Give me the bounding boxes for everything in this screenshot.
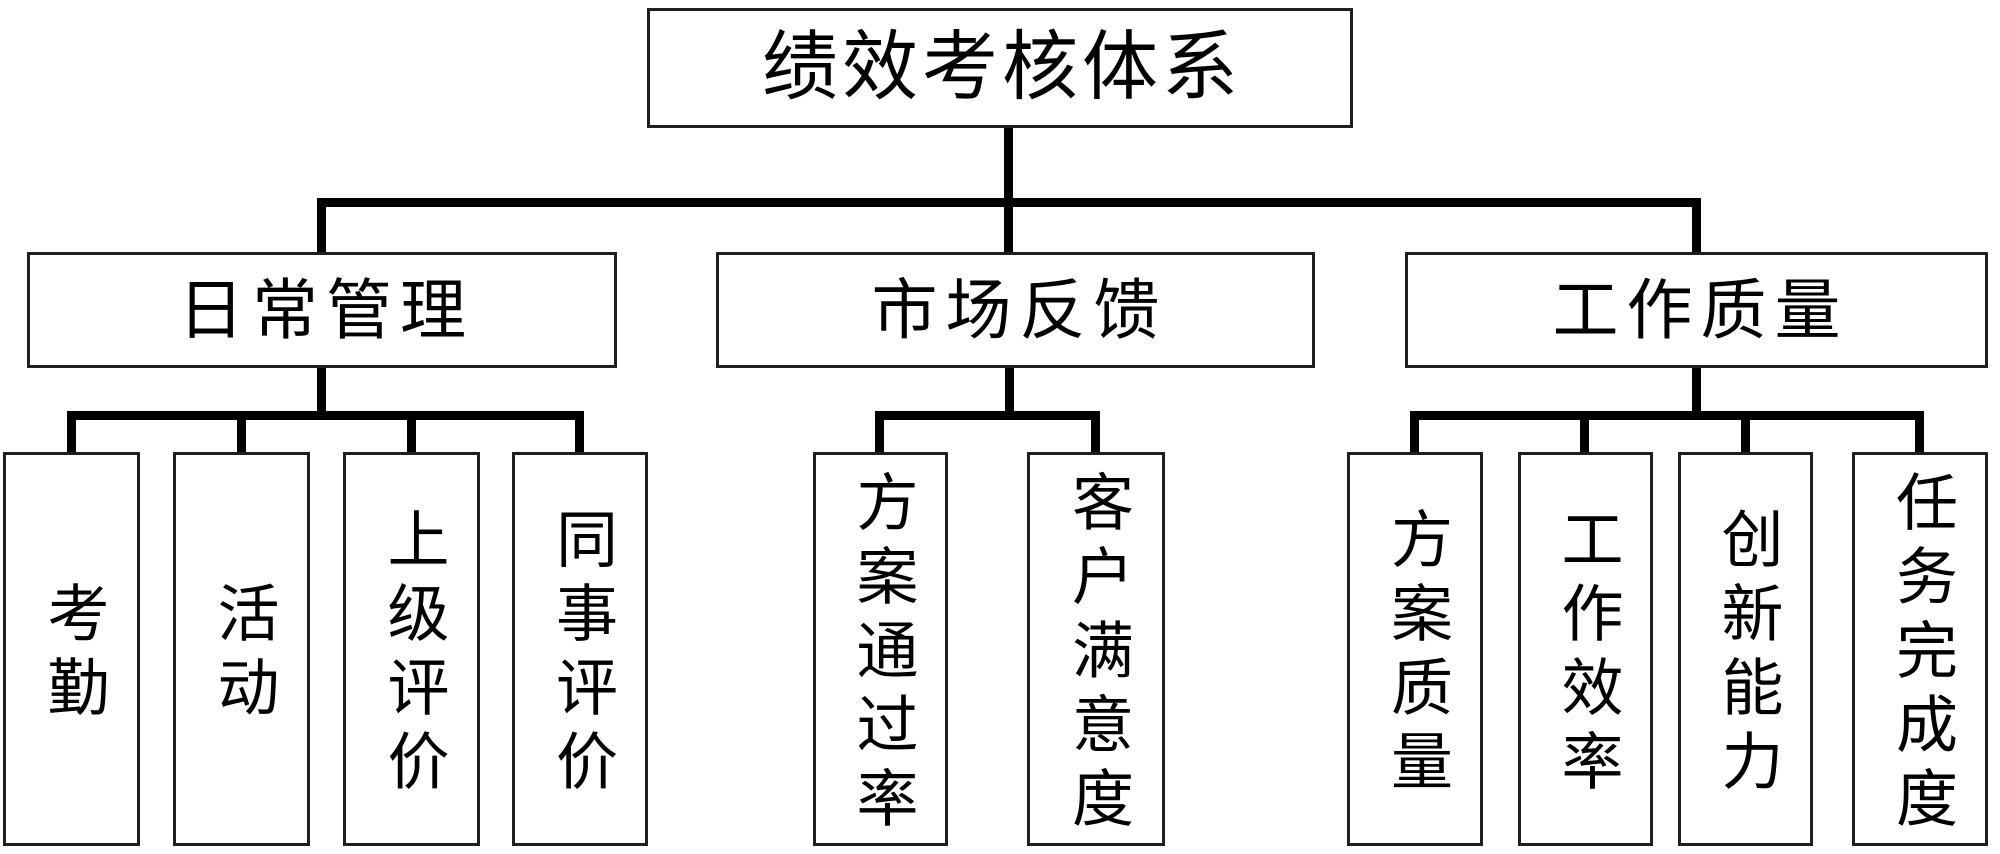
- node-label: 方案通过率: [846, 470, 916, 840]
- connector-market-riser: [1005, 368, 1014, 420]
- node-label: 客户满意度: [1062, 470, 1131, 840]
- connector-quality-drop-4: [1915, 411, 1924, 452]
- connector-daily-riser: [317, 368, 326, 420]
- node-work-efficiency: 工作效率: [1518, 452, 1653, 846]
- node-innovation-ability: 创新能力: [1678, 452, 1813, 846]
- node-label: 考勤: [37, 581, 107, 729]
- connector-daily-bus: [67, 411, 584, 420]
- connector-top-drop-right: [1692, 198, 1701, 252]
- connector-quality-bus: [1410, 411, 1924, 420]
- connector-daily-drop-3: [407, 411, 416, 452]
- node-label: 活动: [207, 581, 277, 729]
- connector-market-bus: [875, 411, 1100, 420]
- node-label: 创新能力: [1711, 507, 1781, 803]
- node-customer-satisfaction: 客户满意度: [1027, 452, 1165, 846]
- connector-quality-drop-3: [1741, 411, 1750, 452]
- node-label: 市场反馈: [871, 273, 1168, 347]
- connector-daily-drop-1: [67, 411, 76, 452]
- node-work-quality: 工作质量: [1405, 252, 1988, 368]
- connector-quality-riser: [1692, 368, 1701, 420]
- connector-market-drop-2: [1091, 411, 1100, 452]
- connector-market-drop-1: [875, 411, 884, 452]
- node-label: 绩效考核体系: [762, 25, 1242, 110]
- node-label: 同事评价: [546, 507, 615, 803]
- node-proposal-quality: 方案质量: [1347, 452, 1483, 846]
- node-performance-assessment-system: 绩效考核体系: [647, 8, 1353, 128]
- node-superior-evaluation: 上级评价: [343, 452, 480, 846]
- connector-top-bus: [317, 198, 1701, 207]
- node-label: 上级评价: [377, 507, 447, 803]
- node-label: 任务完成度: [1886, 470, 1955, 840]
- node-peer-evaluation: 同事评价: [512, 452, 648, 846]
- node-attendance: 考勤: [3, 452, 140, 846]
- node-label: 方案质量: [1381, 507, 1450, 803]
- connector-root-riser: [1004, 128, 1013, 252]
- node-daily-management: 日常管理: [27, 252, 617, 368]
- connector-top-drop-left: [317, 198, 326, 252]
- connector-quality-drop-2: [1580, 411, 1589, 452]
- connector-quality-drop-1: [1410, 411, 1419, 452]
- node-label: 工作效率: [1551, 507, 1621, 803]
- connector-daily-drop-2: [237, 411, 246, 452]
- node-task-completion: 任务完成度: [1852, 452, 1988, 846]
- node-label: 日常管理: [178, 273, 474, 347]
- node-label: 工作质量: [1552, 273, 1849, 347]
- connector-daily-drop-4: [575, 411, 584, 452]
- node-market-feedback: 市场反馈: [716, 252, 1315, 368]
- node-proposal-pass-rate: 方案通过率: [813, 452, 948, 846]
- node-activity: 活动: [173, 452, 310, 846]
